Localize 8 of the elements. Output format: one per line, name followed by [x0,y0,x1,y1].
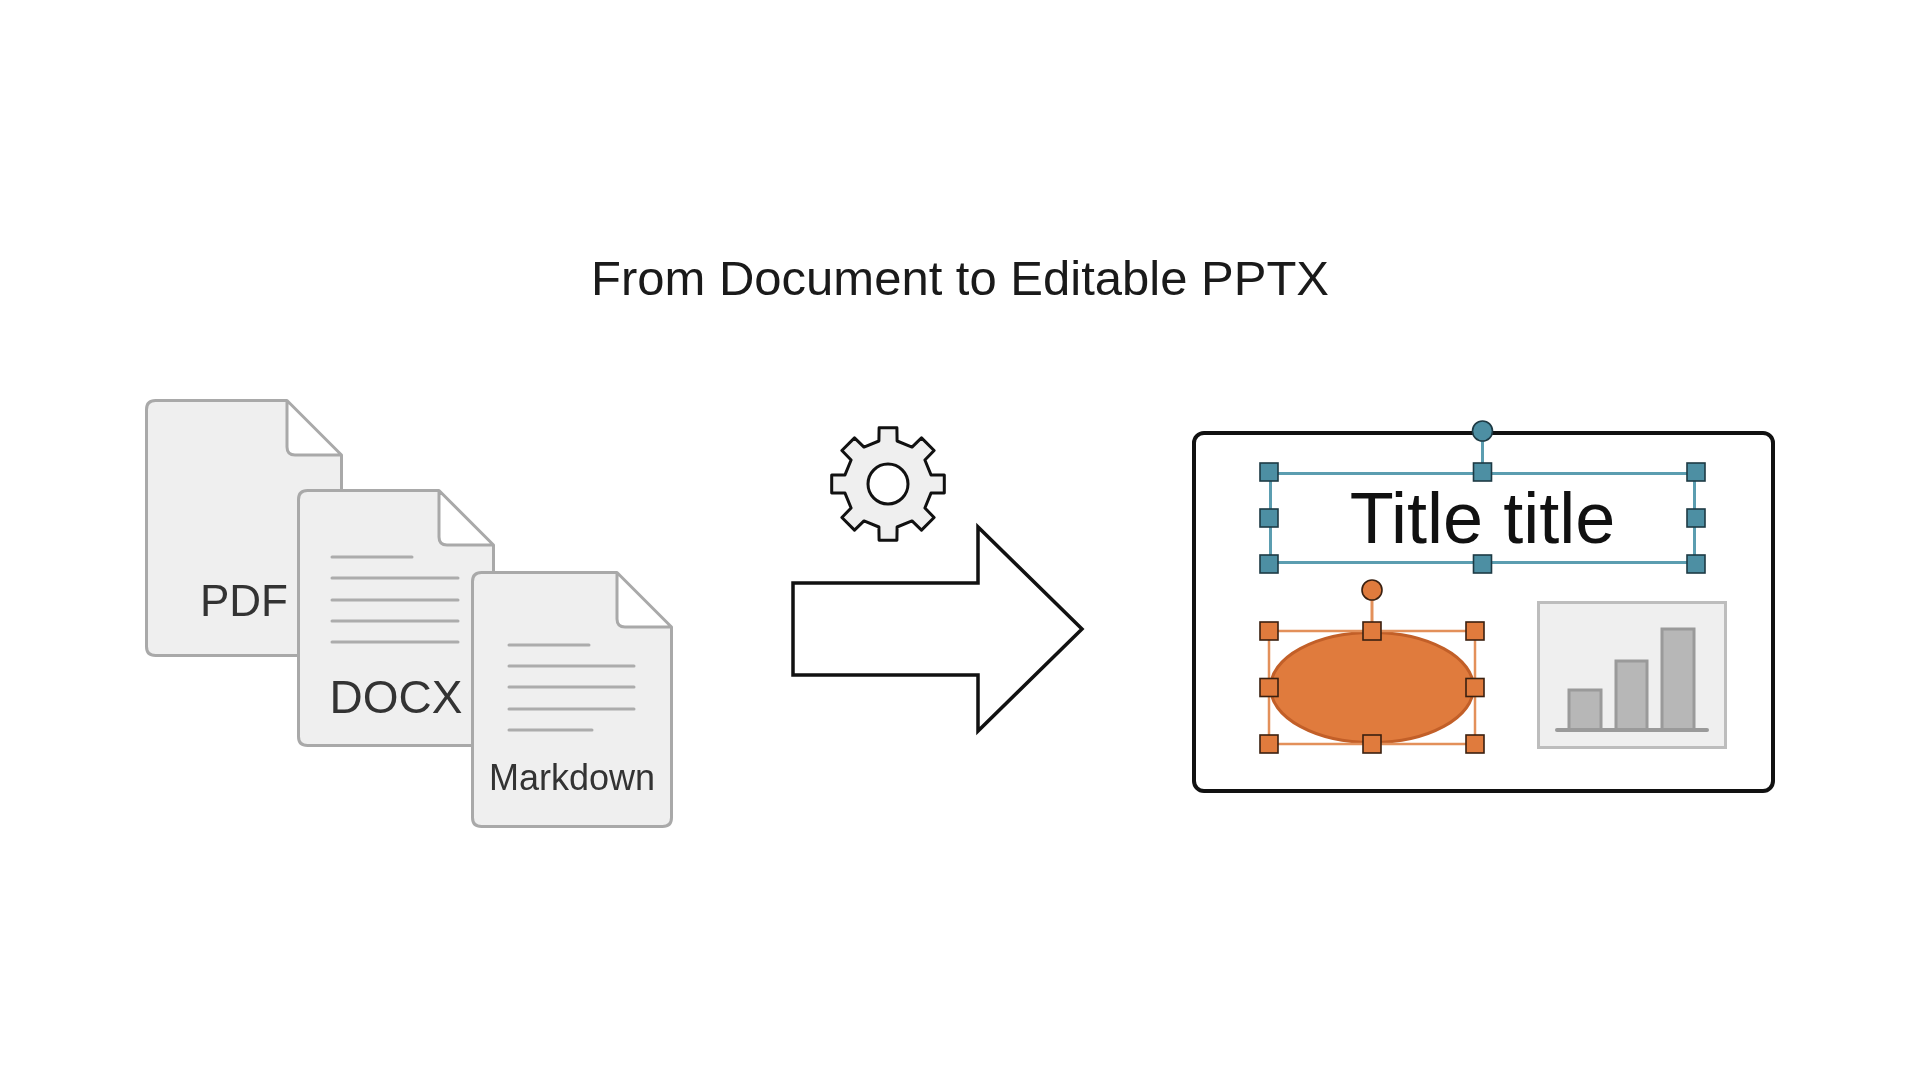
document-shape [297,489,495,747]
file-type-label: Markdown [488,756,656,800]
heading: From Document to Editable PPTX [591,250,1329,307]
block-arrow [791,522,1085,736]
file-type-label: PDF [200,574,288,627]
bar-chart-icon [1537,601,1727,749]
document-shape [471,571,673,828]
file-type-label: DOCX [329,670,463,726]
